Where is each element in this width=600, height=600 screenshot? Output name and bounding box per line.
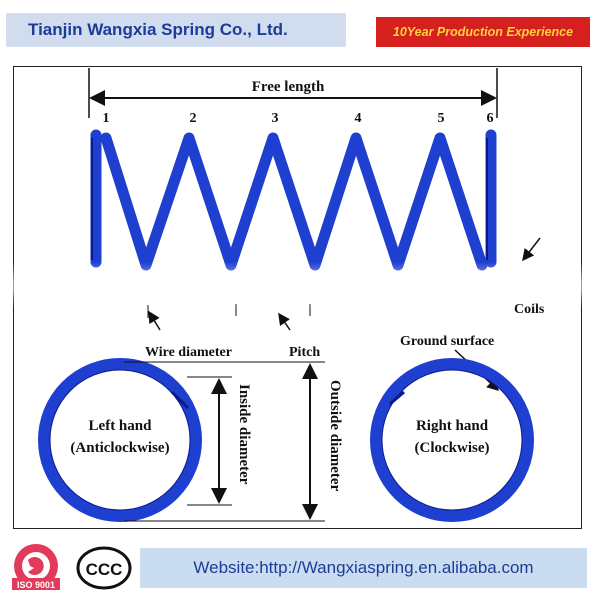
left-hand-ring-inner-edge <box>49 369 191 511</box>
watermark-band <box>0 262 600 308</box>
outside-diameter-label: Outside diameter <box>327 380 343 492</box>
coil-number-4: 4 <box>355 111 362 126</box>
coil-number-1: 1 <box>103 111 110 126</box>
header: Tianjin Wangxia Spring Co., Ltd. 10Year … <box>0 0 600 56</box>
coil-number-6: 6 <box>487 111 494 126</box>
left-hand-coil-ring <box>38 358 202 522</box>
company-name: Tianjin Wangxia Spring Co., Ltd. <box>6 13 346 47</box>
free-length-label: Free length <box>252 79 325 95</box>
ground-surface-label: Ground surface <box>400 334 494 349</box>
right-hand-label: Right hand <box>416 418 489 434</box>
watermark-text: trade.china.na <box>175 262 443 306</box>
ccc-logo: CCC <box>76 546 132 590</box>
spring-shading <box>91 138 488 260</box>
right-hand-ring-inner-edge <box>381 369 523 511</box>
compression-spring <box>90 129 497 271</box>
right-hand-ring-seam <box>389 390 405 406</box>
website-banner: Website:http://Wangxiaspring.en.alibaba.… <box>140 548 587 588</box>
coil-number-2: 2 <box>190 111 197 126</box>
ccc-label: CCC <box>86 560 123 579</box>
right-hand-coil-ring <box>370 358 534 522</box>
inside-diameter-label: Inside diameter <box>236 384 252 485</box>
certification-logos: ISO 9001 CCC <box>12 544 132 590</box>
spring-coils <box>100 132 488 271</box>
coil-number-5: 5 <box>438 111 445 126</box>
iso-label: ISO 9001 <box>17 580 55 590</box>
coils-pointer <box>522 237 541 262</box>
right-hand-direction: (Clockwise) <box>415 440 490 456</box>
left-hand-ring-seam <box>170 390 190 410</box>
tagline-banner: 10Year Production Experience <box>376 17 590 47</box>
iso-9001-logo: ISO 9001 <box>12 544 60 590</box>
left-hand-direction: (Anticlockwise) <box>70 440 169 456</box>
wire-diameter-label: Wire diameter <box>145 345 232 360</box>
pitch-pointer <box>278 312 291 331</box>
coil-number-3: 3 <box>272 111 279 126</box>
wire-diameter-pointer <box>148 310 161 331</box>
pitch-label: Pitch <box>289 345 320 360</box>
left-hand-label: Left hand <box>89 418 153 434</box>
